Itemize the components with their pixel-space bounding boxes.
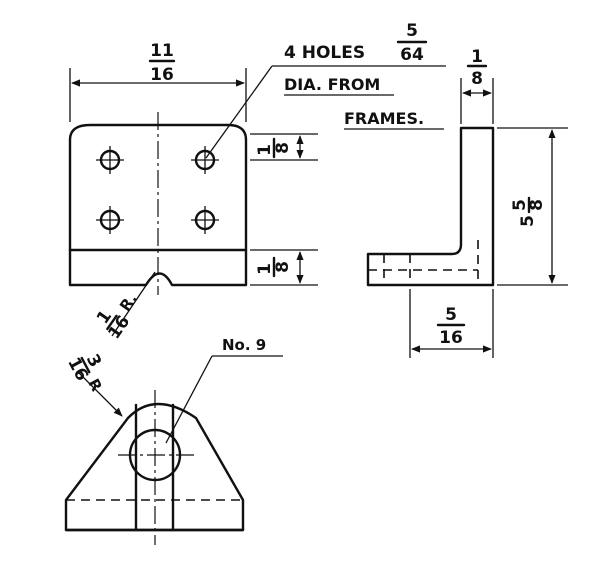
holes-text: 4 HOLES [284,43,365,63]
svg-text:5: 5 [518,215,538,227]
l-bracket-outline [366,126,495,287]
holes-frac-den: 64 [400,45,424,65]
notch-radius-label: 1 16 R. [93,290,141,343]
front-view: 11 16 1 8 1 8 1 16 R. [68,41,318,343]
holes-callout: 4 HOLES 5 64 DIA. FROM FRAMES. [205,21,446,159]
dia-from-text: DIA. FROM [284,75,380,94]
holes-frac-num: 5 [406,21,418,41]
width-frac-den: 16 [150,65,174,85]
base-frac-num: 5 [445,305,457,325]
svg-text:8: 8 [273,261,293,273]
bottom-view: No. 9 3 16 R [63,336,283,545]
lower-radius-label: 3 16 R [63,351,106,395]
side-view: 1 8 5 5 8 5 16 [366,47,568,358]
svg-text:1: 1 [255,263,275,275]
svg-text:1: 1 [255,144,275,156]
svg-text:R.: R. [116,290,141,315]
hole-bottom-left [96,206,124,234]
top-thickness-den: 8 [471,69,483,89]
top-thickness-num: 1 [471,47,483,67]
base-frac-den: 16 [439,328,463,348]
svg-text:8: 8 [273,142,293,154]
width-frac-num: 11 [150,41,174,61]
hole-top-left [96,146,124,174]
margin-bottom-label: 1 8 [255,256,293,278]
frames-text: FRAMES. [344,109,424,128]
svg-text:R: R [84,376,106,395]
hole-bottom-right [191,206,219,234]
height-label: 5 5 8 [510,196,547,227]
part-number: No. 9 [222,336,266,354]
svg-text:8: 8 [527,199,547,211]
l-bracket-hidden-lines [368,240,479,285]
notch-leader [111,271,156,337]
margin-top-label: 1 8 [255,137,293,159]
svg-text:5: 5 [510,199,530,211]
bottom-part-outline [64,402,245,532]
hole-top-right [191,146,219,174]
plate-outline [68,123,248,287]
holes-leader [205,65,273,159]
part-no-leader [165,355,213,444]
